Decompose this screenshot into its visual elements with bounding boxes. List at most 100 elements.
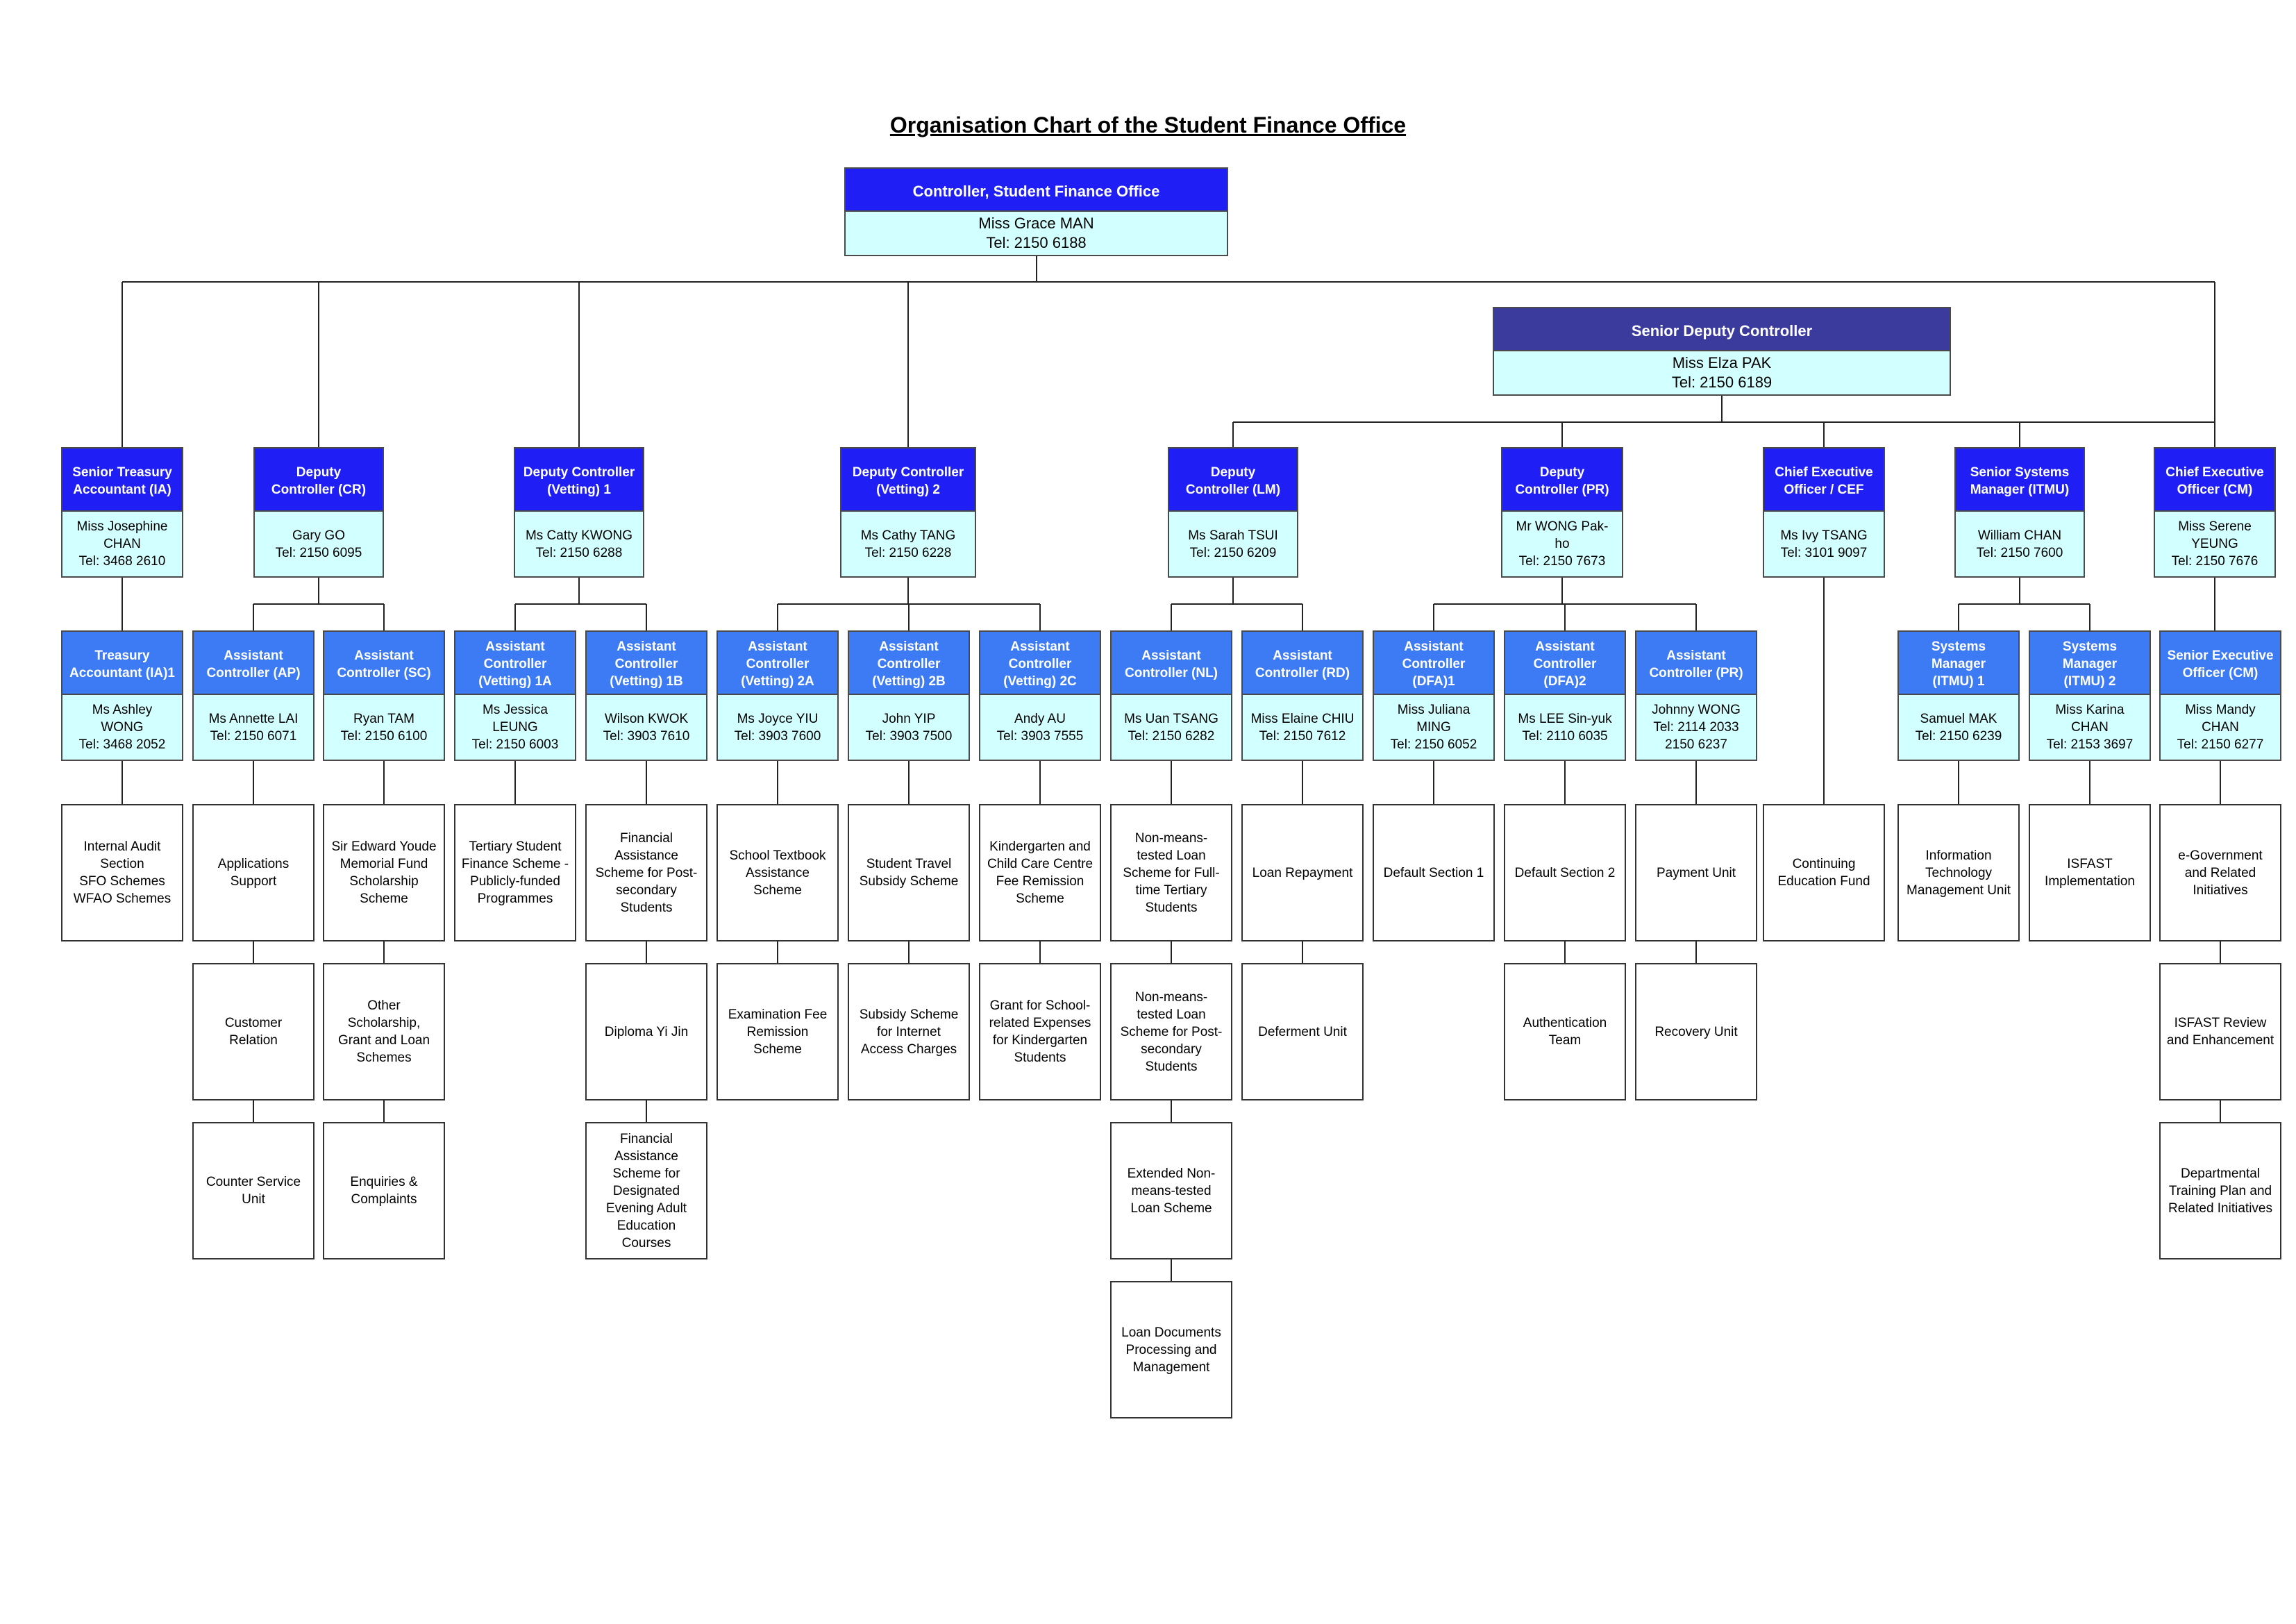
l3-box: Systems Manager (ITMU) 1 Samuel MAK Tel:… [1897, 630, 2020, 761]
unit-box: Departmental Training Plan and Related I… [2159, 1122, 2281, 1259]
l3-box: Assistant Controller (SC) Ryan TAM Tel: … [323, 630, 445, 761]
unit-box: Applications Support [192, 804, 315, 941]
unit-box: Continuing Education Fund [1763, 804, 1885, 941]
l3-box: Assistant Controller (Vetting) 2A Ms Joy… [717, 630, 839, 761]
unit-box: Loan Documents Processing and Management [1110, 1281, 1232, 1418]
l3-name: Samuel MAK Tel: 2150 6239 [1915, 711, 2002, 744]
l3-title: Assistant Controller (DFA)1 [1402, 639, 1466, 689]
l3-box: Senior Executive Officer (CM) Miss Mandy… [2159, 630, 2281, 761]
unit-box: Enquiries & Complaints [323, 1122, 445, 1259]
l2-box-cm: Chief Executive Officer (CM) Miss Serene… [2154, 447, 2276, 578]
unit-box: Recovery Unit [1635, 963, 1757, 1100]
controller-name: Miss Grace MAN Tel: 2150 6188 [978, 215, 1094, 251]
l3-name: Miss Juliana MING Tel: 2150 6052 [1390, 703, 1477, 752]
senior-deputy-controller-box: Senior Deputy Controller Miss Elza PAK T… [1493, 307, 1951, 396]
l3-box: Assistant Controller (Vetting) 2B John Y… [848, 630, 970, 761]
l2-title: Deputy Controller (CR) [271, 464, 367, 497]
unit-box: Financial Assistance Scheme for Post- se… [585, 804, 707, 941]
unit-box: Examination Fee Remission Scheme [717, 963, 839, 1100]
unit-box: Authentication Team [1504, 963, 1626, 1100]
unit-box: Default Section 1 [1373, 804, 1495, 941]
l2-box-pr: Deputy Controller (PR) Mr WONG Pak- ho T… [1501, 447, 1623, 578]
l3-box: Assistant Controller (Vetting) 2C Andy A… [979, 630, 1101, 761]
l2-title: Chief Executive Officer (CM) [2165, 464, 2264, 497]
unit-box: Sir Edward Youde Memorial Fund Scholarsh… [323, 804, 445, 941]
sdc-name: Miss Elza PAK Tel: 2150 6189 [1671, 354, 1773, 391]
l3-name: Ms Ashley WONG Tel: 3468 2052 [78, 703, 166, 752]
unit-box: Non-means- tested Loan Scheme for Full- … [1110, 804, 1232, 941]
l3-box: Treasury Accountant (IA)1 Ms Ashley WONG… [61, 630, 183, 761]
l2-name: Miss Josephine CHAN Tel: 3468 2610 [76, 519, 168, 569]
sdc-title: Senior Deputy Controller [1631, 321, 1813, 340]
l3-title: Assistant Controller (SC) [337, 648, 431, 680]
l3-title: Senior Executive Officer (CM) [2167, 648, 2274, 680]
controller-box: Controller, Student Finance Office Miss … [844, 167, 1228, 256]
controller-title: Controller, Student Finance Office [912, 182, 1160, 200]
l3-name: Miss Mandy CHAN Tel: 2150 6277 [2177, 703, 2264, 752]
l3-title: Assistant Controller (NL) [1124, 648, 1218, 680]
l3-title: Assistant Controller (Vetting) 2C [1003, 639, 1077, 689]
l2-box-cef: Chief Executive Officer / CEF Ms Ivy TSA… [1763, 447, 1885, 578]
unit-box: Student Travel Subsidy Scheme [848, 804, 970, 941]
unit-box: Subsidy Scheme for Internet Access Charg… [848, 963, 970, 1100]
unit-box: Default Section 2 [1504, 804, 1626, 941]
l3-box: Assistant Controller (RD) Miss Elaine CH… [1241, 630, 1364, 761]
l3-box: Assistant Controller (DFA)1 Miss Juliana… [1373, 630, 1495, 761]
l3-box: Assistant Controller (NL) Ms Uan TSANG T… [1110, 630, 1232, 761]
l3-title: Assistant Controller (RD) [1255, 648, 1350, 680]
unit-box: Diploma Yi Jin [585, 963, 707, 1100]
l3-box: Assistant Controller (PR) Johnny WONG Te… [1635, 630, 1757, 761]
l2-box-itmu: Senior Systems Manager (ITMU) William CH… [1954, 447, 2085, 578]
l2-title: Senior Treasury Accountant (IA) [72, 464, 172, 497]
unit-box: ISFAST Implementation [2029, 804, 2151, 941]
l3-title: Systems Manager (ITMU) 1 [1931, 639, 1986, 689]
l2-box-lm: Deputy Controller (LM) Ms Sarah TSUI Tel… [1168, 447, 1298, 578]
l2-title: Deputy Controller (LM) [1185, 464, 1281, 497]
unit-box: e-Government and Related Initiatives [2159, 804, 2281, 941]
unit-box: Payment Unit [1635, 804, 1757, 941]
unit-box: Non-means- tested Loan Scheme for Post- … [1110, 963, 1232, 1100]
unit-box: Internal Audit Section SFO Schemes WFAO … [61, 804, 183, 941]
l2-name: Mr WONG Pak- ho Tel: 2150 7673 [1516, 519, 1609, 569]
unit-box: Loan Repayment [1241, 804, 1364, 941]
unit-box: Information Technology Management Unit [1897, 804, 2020, 941]
l3-name: John YIP Tel: 3903 7500 [865, 711, 953, 744]
l3-title: Assistant Controller (Vetting) 1B [610, 639, 683, 689]
l2-name: Gary GO Tel: 2150 6095 [275, 528, 362, 560]
l2-title: Chief Executive Officer / CEF [1775, 464, 1873, 497]
unit-box: Extended Non- means-tested Loan Scheme [1110, 1122, 1232, 1259]
l3-name: Ms Annette LAI Tel: 2150 6071 [208, 711, 299, 744]
l3-name: Wilson KWOK Tel: 3903 7610 [603, 711, 690, 744]
l3-name: Ms Jessica LEUNG Tel: 2150 6003 [471, 703, 559, 752]
l3-box: Assistant Controller (DFA)2 Ms LEE Sin-y… [1504, 630, 1626, 761]
unit-box: Customer Relation [192, 963, 315, 1100]
l3-box: Assistant Controller (Vetting) 1A Ms Jes… [454, 630, 576, 761]
l2-title: Deputy Controller (Vetting) 2 [852, 464, 964, 497]
l3-box: Assistant Controller (Vetting) 1B Wilson… [585, 630, 707, 761]
l3-box: Systems Manager (ITMU) 2 Miss Karina CHA… [2029, 630, 2151, 761]
l3-title: Assistant Controller (Vetting) 2B [872, 639, 946, 689]
unit-box: Financial Assistance Scheme for Designat… [585, 1122, 707, 1259]
l3-title: Systems Manager (ITMU) 2 [2062, 639, 2118, 689]
l3-name: Miss Karina CHAN Tel: 2153 3697 [2046, 703, 2134, 752]
unit-box: School Textbook Assistance Scheme [717, 804, 839, 941]
unit-box: ISFAST Review and Enhancement [2159, 963, 2281, 1100]
l3-title: Assistant Controller (Vetting) 1A [478, 639, 552, 689]
l2-box-cr: Deputy Controller (CR) Gary GO Tel: 2150… [253, 447, 384, 578]
unit-box: Grant for School- related Expenses for K… [979, 963, 1101, 1100]
l2-name: Ms Catty KWONG Tel: 2150 6288 [525, 528, 633, 560]
l3-box: Assistant Controller (AP) Ms Annette LAI… [192, 630, 315, 761]
l2-name: Ms Ivy TSANG Tel: 3101 9097 [1780, 528, 1868, 560]
l3-name: Ms Joyce YIU Tel: 3903 7600 [734, 711, 821, 744]
l2-box-vetting2: Deputy Controller (Vetting) 2 Ms Cathy T… [840, 447, 976, 578]
unit-box: Tertiary Student Finance Scheme - Public… [454, 804, 576, 941]
l3-name: Ryan TAM Tel: 2150 6100 [340, 711, 428, 744]
l3-name: Ms LEE Sin-yuk Tel: 2110 6035 [1518, 711, 1612, 744]
l3-name: Miss Elaine CHIU Tel: 2150 7612 [1250, 711, 1355, 744]
l3-title: Assistant Controller (DFA)2 [1533, 639, 1597, 689]
unit-box: Other Scholarship, Grant and Loan Scheme… [323, 963, 445, 1100]
l2-title: Senior Systems Manager (ITMU) [1970, 464, 2070, 497]
l3-title: Assistant Controller (PR) [1649, 648, 1743, 680]
l2-title: Deputy Controller (Vetting) 1 [523, 464, 635, 497]
